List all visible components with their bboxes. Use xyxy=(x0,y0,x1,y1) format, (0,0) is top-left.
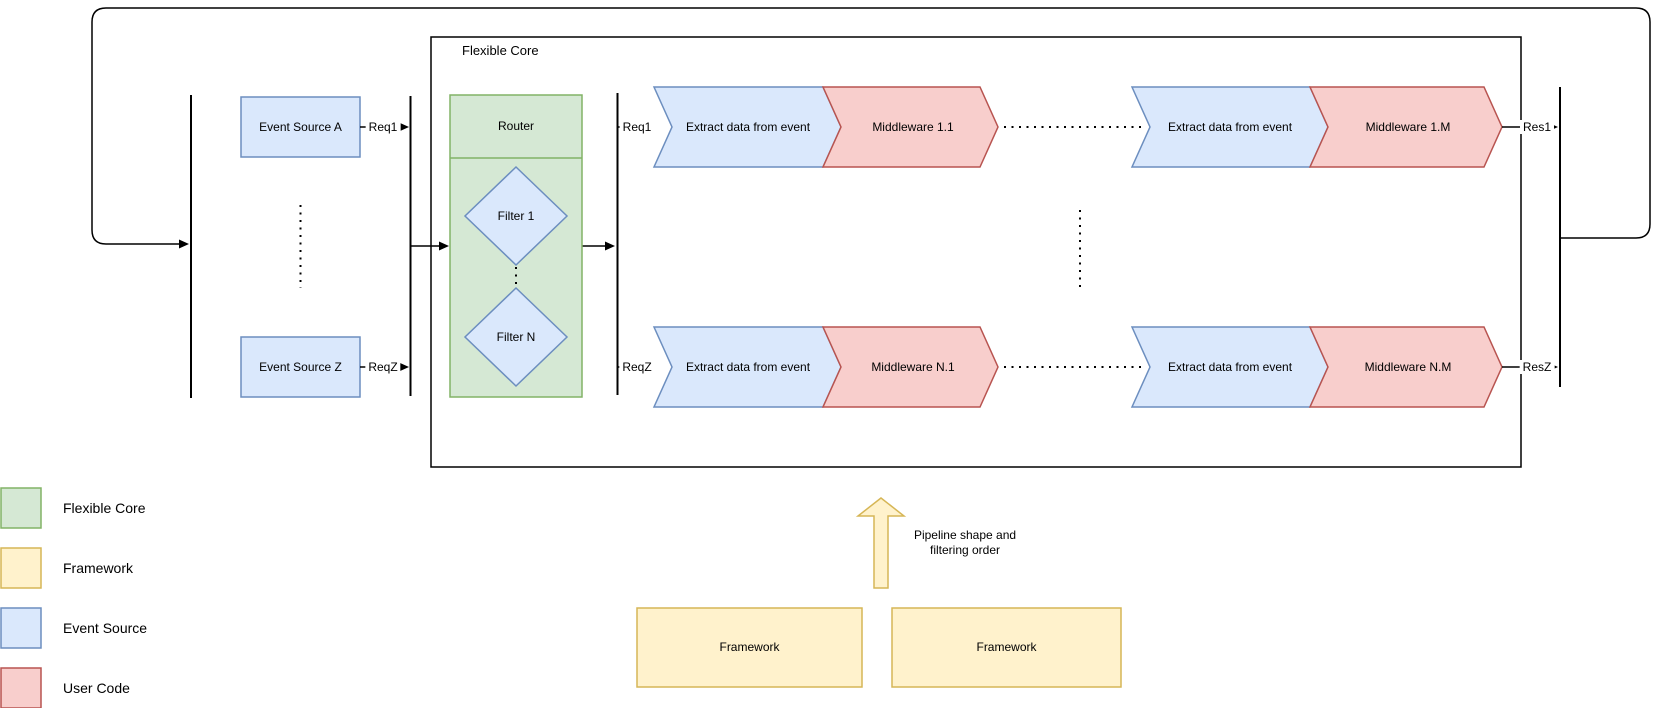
event-source-z-label: Event Source Z xyxy=(259,359,342,374)
event-source-a-label: Event Source A xyxy=(259,119,342,134)
legend-swatch-framework xyxy=(0,547,42,589)
legend-label-framework: Framework xyxy=(63,560,134,576)
filter-1-label: Filter 1 xyxy=(497,208,535,223)
extract-step-n-first-label: Extract data from event xyxy=(685,359,811,374)
middleware-step-1-last-label: Middleware 1.M xyxy=(1365,119,1451,134)
pipeline-annotation-line1: Pipeline shape and xyxy=(913,528,1017,542)
legend-swatch-flexible-core xyxy=(0,487,42,529)
req1-label: Req1 xyxy=(365,120,401,134)
req1-arrowhead xyxy=(399,122,409,132)
filter-n-label: Filter N xyxy=(496,329,536,344)
framework-box-right xyxy=(891,607,1122,688)
legend-label-flexible-core: Flexible Core xyxy=(63,500,146,516)
resz-label: ResZ xyxy=(1519,360,1555,374)
router-to-pipelines-arrowhead xyxy=(605,241,615,251)
framework-box-right-label: Framework xyxy=(976,640,1037,654)
middleware-step-n-first xyxy=(821,326,999,408)
reqz-label: ReqZ xyxy=(365,360,401,374)
extract-step-n-last-label: Extract data from event xyxy=(1167,359,1293,374)
framework-box-left xyxy=(636,607,863,688)
pipeline-annotation: Pipeline shape and filtering order xyxy=(889,526,1041,560)
pipeline-annotation-line2: filtering order xyxy=(929,543,1001,557)
middleware-step-1-first-label: Middleware 1.1 xyxy=(872,119,954,134)
reqz-arrowhead xyxy=(399,362,409,372)
feedback-loop-connector xyxy=(91,7,1651,245)
extract-step-1-last-label: Extract data from event xyxy=(1167,119,1293,134)
middleware-step-n-last xyxy=(1308,326,1503,408)
bar-to-router-arrowhead xyxy=(439,241,449,251)
middleware-step-1-first xyxy=(821,86,999,168)
middleware-step-n-first-label: Middleware N.1 xyxy=(871,359,955,374)
framework-up-arrow xyxy=(855,497,907,589)
feedback-loop-arrowhead xyxy=(179,239,189,249)
legend-label-user-code: User Code xyxy=(63,680,130,696)
router-title: Router xyxy=(497,119,535,133)
extract-step-1-first-label: Extract data from event xyxy=(685,119,811,134)
res1-label: Res1 xyxy=(1519,120,1555,134)
filter-1-diamond xyxy=(463,165,569,267)
legend-swatch-user-code xyxy=(0,667,42,708)
filter-n-diamond xyxy=(463,286,569,388)
flexible-core-title: Flexible Core xyxy=(462,43,539,58)
framework-box-left-label: Framework xyxy=(719,640,780,654)
req1-pipeline-label: Req1 xyxy=(619,120,655,134)
middleware-step-n-last-label: Middleware N.M xyxy=(1364,359,1452,374)
legend-label-event-source: Event Source xyxy=(63,620,148,636)
reqz-pipeline-label: ReqZ xyxy=(619,360,655,374)
middleware-step-1-last xyxy=(1308,86,1503,168)
legend-swatch-event-source xyxy=(0,607,42,649)
